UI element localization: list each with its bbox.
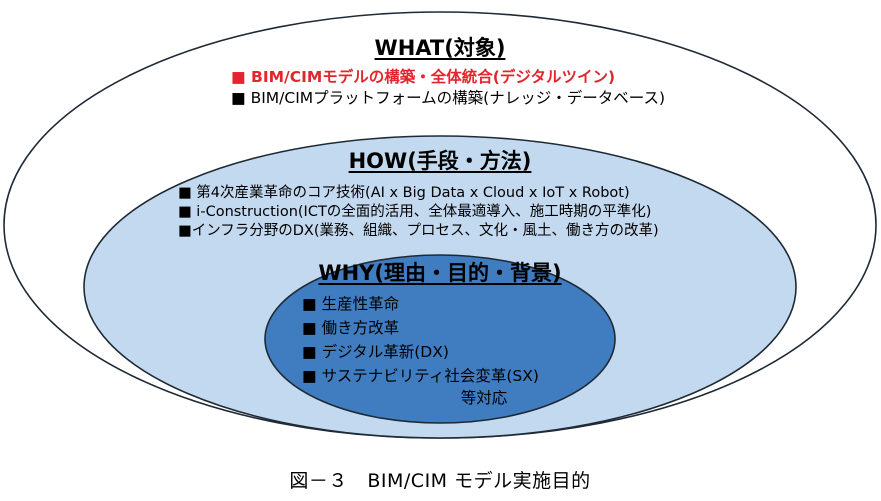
what-item-digital-twin: ■ BIM/CIMモデルの構築・全体統合(デジタルツイン) [231, 68, 616, 86]
what-heading: WHAT(対象) [374, 36, 506, 60]
why-item-productivity: ■ 生産性革命 [302, 295, 400, 313]
why-item-work-style: ■ 働き方改革 [302, 319, 400, 337]
why-heading: WHY(理由・目的・背景) [318, 261, 562, 285]
ellipse-layers [3, 11, 877, 439]
what-item-platform: ■ BIM/CIMプラットフォームの構築(ナレッジ・データベース) [231, 89, 665, 107]
figure-caption: 図－３ BIM/CIM モデル実施目的 [289, 470, 591, 492]
why-ellipse [264, 254, 616, 424]
how-heading: HOW(手段・方法) [348, 149, 532, 173]
why-item-etc: 等対応 [460, 389, 508, 407]
why-item-dx: ■ デジタル革新(DX) [302, 343, 449, 361]
how-item-i-construction: ■ i-Construction(ICTの全面的活用、全体最適導入、施工時期の平… [178, 204, 652, 220]
how-item-core-tech: ■ 第4次産業革命のコア技術(AI x Big Data x Cloud x I… [178, 185, 630, 201]
why-item-sx: ■ サステナビリティ社会変革(SX) [302, 367, 539, 385]
nested-ellipse-diagram: WHAT(対象) ■ BIM/CIMモデルの構築・全体統合(デジタルツイン) ■… [3, 11, 877, 439]
how-item-infra-dx: ■インフラ分野のDX(業務、組織、プロセス、文化・風土、働き方の改革) [178, 223, 659, 239]
